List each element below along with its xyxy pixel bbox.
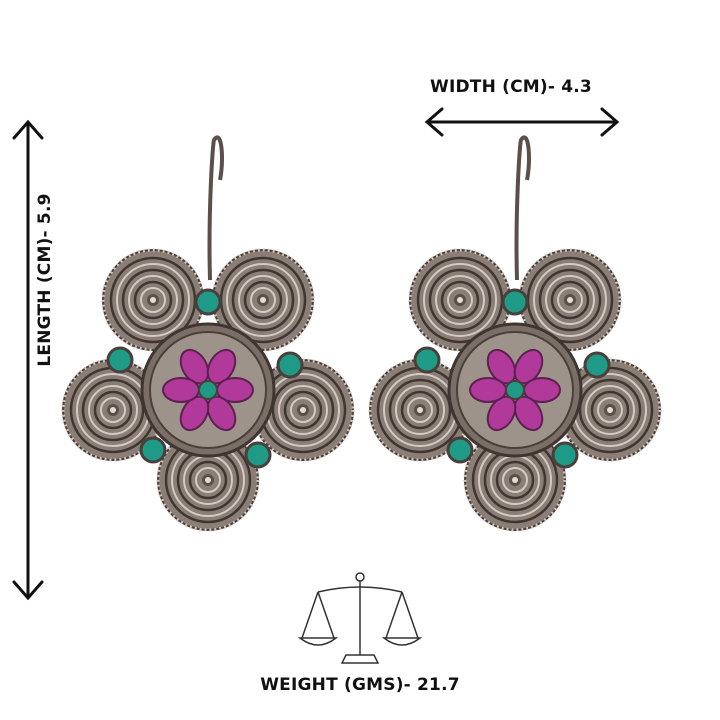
length-label: LENGTH (CM)- 5.9 [35,193,55,367]
width-label: WIDTH (CM)- 4.3 [430,77,592,97]
arrow-vertical-icon [12,119,44,601]
right-earring [370,137,660,530]
balance-scale-icon [297,572,423,664]
left-earring [63,137,353,530]
weight-label: WEIGHT (GMS)- 21.7 [260,675,460,695]
arrow-horizontal-icon [424,107,620,137]
